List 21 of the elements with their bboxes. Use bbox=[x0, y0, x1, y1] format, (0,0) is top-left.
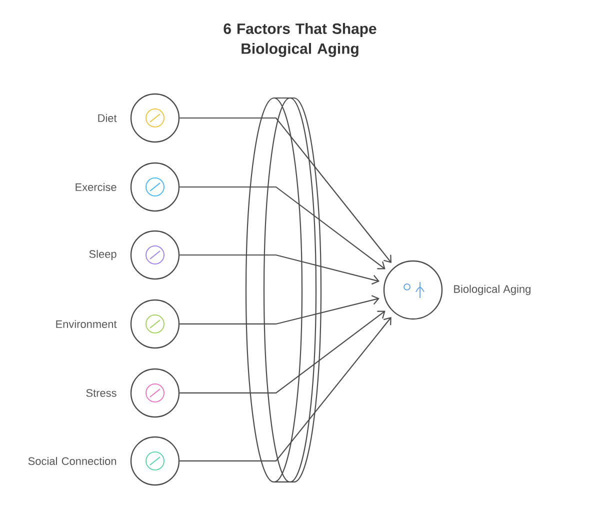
node-label: Environment bbox=[56, 320, 117, 328]
node-label: Social Connection bbox=[28, 456, 116, 465]
node-label: Biological Aging bbox=[454, 284, 530, 296]
icon-circle bbox=[383, 260, 530, 320]
arrow bbox=[180, 310, 386, 394]
icon-circle bbox=[98, 93, 180, 143]
node-label: Diet bbox=[98, 114, 117, 122]
node-label: Sleep bbox=[89, 250, 116, 260]
arrow bbox=[180, 117, 392, 263]
icon-circle bbox=[56, 299, 180, 349]
arrow bbox=[180, 186, 386, 270]
icon-circle bbox=[89, 230, 180, 280]
icon-circle bbox=[76, 162, 180, 212]
node-label: Exercise bbox=[76, 182, 116, 192]
arrow bbox=[180, 295, 380, 325]
title: 6 Factors That Shape Biological Aging bbox=[224, 23, 376, 57]
node-label: Stress bbox=[86, 389, 116, 397]
icon-circle bbox=[86, 368, 180, 418]
icon-circle bbox=[28, 436, 180, 486]
arrow bbox=[180, 316, 392, 462]
arrow bbox=[180, 254, 380, 285]
